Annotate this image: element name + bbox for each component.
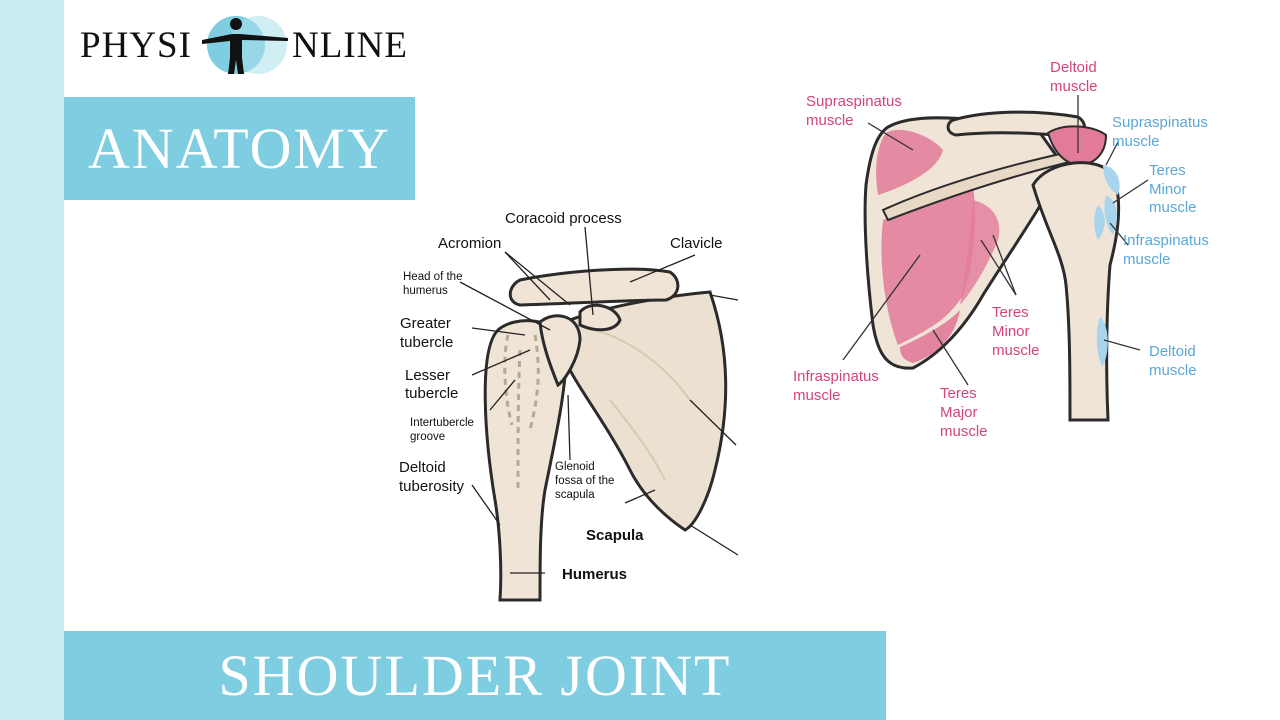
title-label: SHOULDER JOINT <box>218 643 732 708</box>
logo-text-right: NLINE <box>292 25 408 66</box>
label-greater-tubercle-1: Greater <box>400 315 451 332</box>
deltoid-insertion <box>1096 317 1108 367</box>
logo-figure-icon <box>202 16 288 74</box>
label-head-humerus-2: humerus <box>403 285 448 297</box>
label-coracoid-process: Coracoid process <box>505 210 622 227</box>
humeral-head <box>538 314 582 388</box>
label-teres-major-2: Major <box>940 404 978 421</box>
label-teres-minor-center-2: Minor <box>992 323 1030 340</box>
label-teres-minor-right-2: Minor <box>1149 181 1187 198</box>
bone-leader-lines <box>459 226 739 574</box>
anatomy-banner: ANATOMY <box>64 97 415 200</box>
bone-diagram: Coracoid process Acromion Clavicle Head … <box>399 210 739 602</box>
left-accent-strip <box>0 0 64 720</box>
label-supraspinatus-left-1: Supraspinatus <box>806 93 902 110</box>
label-infraspinatus-left-2: muscle <box>793 387 841 404</box>
label-teres-major-1: Teres <box>940 385 977 402</box>
label-teres-minor-right-3: muscle <box>1149 199 1197 216</box>
label-humerus: Humerus <box>562 566 627 583</box>
label-intertubercle-1: Intertubercle <box>410 417 474 429</box>
label-infraspinatus-right-1: Infraspinatus <box>1123 232 1209 249</box>
label-lesser-tubercle-2: tubercle <box>405 385 458 402</box>
label-teres-major-3: muscle <box>940 423 988 440</box>
deltoid-top-muscle <box>1046 125 1108 167</box>
label-supraspinatus-right-2: muscle <box>1112 133 1160 150</box>
label-glenoid-2: fossa of the <box>555 475 614 487</box>
infraspinatus-muscle <box>881 185 975 345</box>
label-deltoid-right-2: muscle <box>1149 362 1197 379</box>
label-scapula: Scapula <box>586 527 644 544</box>
supraspinatus-insertion <box>1103 165 1120 195</box>
physionline-logo: PHYSI NLINE <box>80 14 420 78</box>
label-deltoid-tuberosity-2: tuberosity <box>399 478 465 495</box>
label-deltoid-top-2: muscle <box>1050 78 1098 95</box>
clavicle-bone <box>508 267 680 307</box>
label-head-humerus-1: Head of the <box>403 271 462 283</box>
label-supraspinatus-left-2: muscle <box>806 112 854 129</box>
scapula-bone <box>568 290 728 532</box>
teres-minor-insertion <box>1104 195 1118 235</box>
label-teres-minor-right-1: Teres <box>1149 162 1186 179</box>
label-lesser-tubercle-1: Lesser <box>405 367 450 384</box>
label-glenoid-1: Glenoid <box>555 461 595 473</box>
label-supraspinatus-right-1: Supraspinatus <box>1112 114 1208 131</box>
label-teres-minor-center-3: muscle <box>992 342 1040 359</box>
label-deltoid-tuberosity-1: Deltoid <box>399 459 446 476</box>
supraspinatus-fossa-muscle <box>876 129 943 195</box>
label-teres-minor-center-1: Teres <box>992 304 1029 321</box>
muscle-diagram: Deltoid muscle Supraspinatus muscle Supr… <box>793 59 1209 440</box>
label-glenoid-3: scapula <box>555 489 595 501</box>
label-infraspinatus-right-2: muscle <box>1123 251 1171 268</box>
title-banner: SHOULDER JOINT <box>64 631 886 720</box>
teres-minor-muscle <box>960 200 1000 305</box>
label-deltoid-top-1: Deltoid <box>1050 59 1097 76</box>
label-deltoid-right-1: Deltoid <box>1149 343 1196 360</box>
teres-major-muscle <box>900 310 960 363</box>
label-intertubercle-2: groove <box>410 431 445 443</box>
label-infraspinatus-left-1: Infraspinatus <box>793 368 879 385</box>
label-acromion: Acromion <box>438 235 501 252</box>
logo-text-left: PHYSI <box>80 25 192 66</box>
label-greater-tubercle-2: tubercle <box>400 334 453 351</box>
label-clavicle: Clavicle <box>670 235 723 252</box>
muscle-leader-lines <box>842 95 1149 386</box>
infraspinatus-insertion <box>1094 205 1105 240</box>
anatomy-label: ANATOMY <box>88 116 391 181</box>
